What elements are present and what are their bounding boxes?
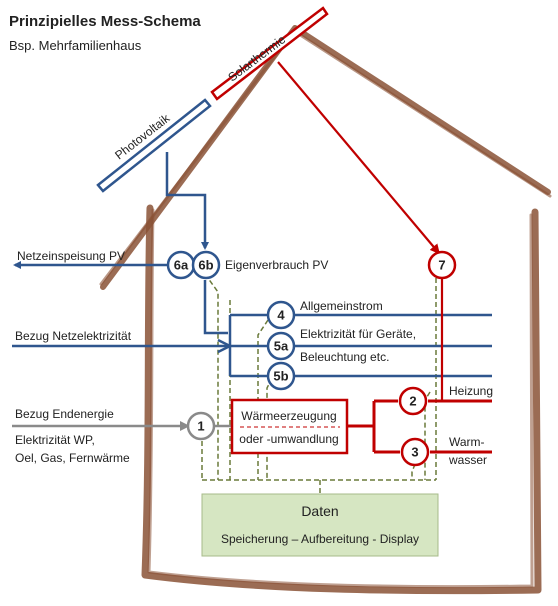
bezug-netz-label: Bezug Netzelektrizität — [15, 329, 132, 343]
geraete-label-line2: Beleuchtung etc. — [300, 350, 389, 364]
netzeinspeisung-label: Netzeinspeisung PV — [17, 249, 125, 263]
pv-lines — [13, 152, 228, 335]
data-box-subtitle: Speicherung – Aufbereitung - Display — [221, 532, 419, 546]
conversion-line2: oder -umwandlung — [239, 432, 338, 446]
eigenverbrauch-label: Eigenverbrauch PV — [225, 258, 328, 272]
meter-4-label: 4 — [277, 308, 285, 323]
meter-1: 1 — [186, 411, 216, 441]
meter-3-label: 3 — [411, 445, 418, 460]
bezug-endenergie-label: Bezug Endenergie — [15, 407, 114, 421]
heat-distribution-lines — [348, 399, 492, 454]
data-box-title: Daten — [301, 503, 338, 519]
diagram-subtitle: Bsp. Mehrfamilienhaus — [9, 38, 142, 53]
solarthermie-panel: Solarthermie — [210, 6, 329, 101]
meter-4: 4 — [266, 300, 296, 330]
electric-lines — [12, 313, 492, 378]
heizung-label: Heizung — [449, 384, 493, 398]
meter-2: 2 — [398, 386, 428, 416]
meter-5b: 5b — [266, 361, 296, 391]
meter-5b-label: 5b — [273, 369, 288, 384]
meter-3: 3 — [400, 437, 430, 467]
meter-6a: 6a — [166, 250, 196, 280]
meter-5a: 5a — [266, 331, 296, 361]
meter-6a-label: 6a — [174, 258, 189, 273]
meter-5a-label: 5a — [274, 339, 289, 354]
diagram-title: Prinzipielles Mess-Schema — [9, 13, 201, 30]
endenergie-line1: Elektrizität WP, — [15, 433, 95, 447]
meter-6b-label: 6b — [198, 258, 213, 273]
meter-2-label: 2 — [409, 394, 416, 409]
warmwasser-line1: Warm- — [449, 435, 485, 449]
meter-6b: 6b — [191, 250, 221, 280]
data-box: Daten Speicherung – Aufbereitung - Displ… — [201, 493, 439, 557]
allgemeinstrom-label: Allgemeinstrom — [300, 299, 383, 313]
warmwasser-line2: wasser — [448, 453, 487, 467]
meter-1-label: 1 — [197, 419, 204, 434]
conversion-box: Wärmeerzeugung oder -umwandlung — [230, 398, 349, 455]
conversion-line1: Wärmeerzeugung — [241, 409, 336, 423]
meter-7: 7 — [427, 250, 457, 280]
meter-7-label: 7 — [438, 258, 445, 273]
geraete-label-line1: Elektrizität für Geräte, — [300, 327, 416, 341]
endenergie-line2: Oel, Gas, Fernwärme — [15, 451, 130, 465]
photovoltaik-panel: Photovoltaik — [96, 98, 212, 193]
